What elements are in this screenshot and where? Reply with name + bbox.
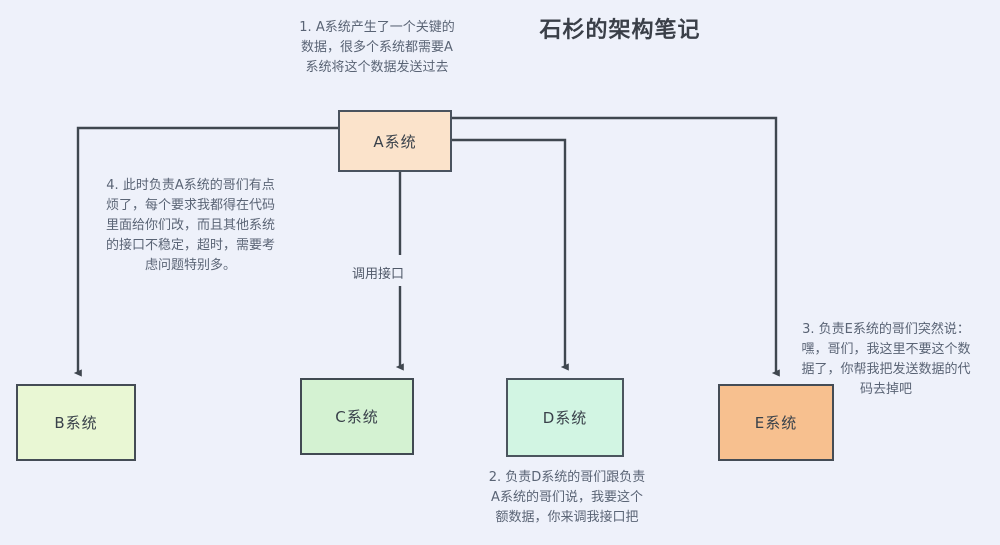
edge-label-call-interface: 调用接口 [349,265,408,285]
node-b-system[interactable]: B系统 [16,384,136,461]
edge-a-to-e [452,116,780,377]
node-d-label: D系统 [542,409,588,427]
page-title: 石杉的架构笔记 [539,18,701,43]
annotation-1: 1. A系统产生了一个关键的 数据，很多个系统都需要A 系统将这个数据发送过去 [299,20,455,75]
annotation-3: 3. 负责E系统的哥们突然说： 嘿，哥们，我这里不要这个数 据了，你帮我把发送数… [801,322,971,397]
node-e-label: E系统 [754,414,798,432]
edge-a-to-d [452,138,569,371]
node-a-system[interactable]: A系统 [338,110,452,172]
node-c-label: C系统 [335,408,379,426]
node-a-label: A系统 [373,132,417,151]
node-c-system[interactable]: C系统 [300,378,414,455]
edge-a-to-b [73,126,338,377]
annotation-2: 2. 负责D系统的哥们跟负责 A系统的哥们说，我要这个 额数据，你来调我接口把 [488,470,646,525]
annotation-4: 4. 此时负责A系统的哥们有点 烦了，每个要求我都得在代码 里面给你们改，而且其… [105,178,275,273]
node-b-label: B系统 [54,414,98,432]
node-d-system[interactable]: D系统 [506,378,624,457]
